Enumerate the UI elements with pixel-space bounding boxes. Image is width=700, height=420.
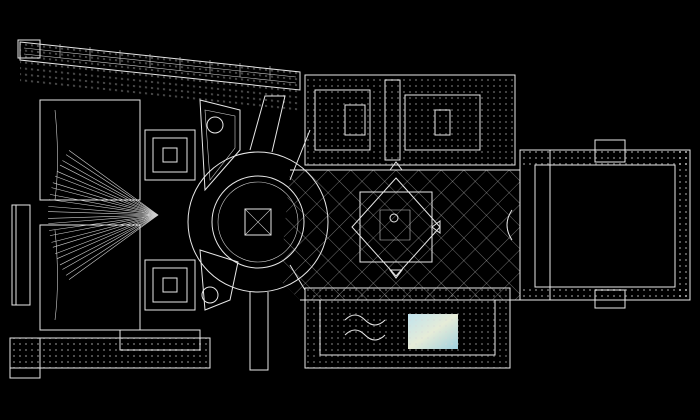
fan-ray bbox=[56, 214, 159, 259]
fan-ray bbox=[48, 211, 159, 216]
north-palace bbox=[304, 74, 516, 166]
left-parterres bbox=[144, 99, 241, 311]
fan-ray bbox=[49, 194, 159, 216]
fan-ray bbox=[62, 160, 159, 216]
fan-ray bbox=[59, 164, 159, 216]
fan-ray bbox=[48, 214, 159, 224]
west-fan-garden bbox=[11, 99, 159, 331]
south-palace bbox=[304, 287, 511, 369]
fan-ray bbox=[51, 214, 159, 243]
fan-ray bbox=[68, 150, 159, 216]
fan-ray bbox=[48, 206, 159, 216]
fan-ray bbox=[68, 214, 159, 280]
north-wing bbox=[17, 39, 301, 112]
fan-ray bbox=[49, 214, 159, 236]
fan-ray bbox=[48, 214, 159, 219]
fan-ray bbox=[62, 214, 159, 270]
fan-ray bbox=[59, 214, 159, 266]
fan-ray bbox=[54, 214, 159, 255]
fan-ray bbox=[65, 214, 159, 276]
south-west-wing bbox=[9, 329, 211, 379]
central-plaza bbox=[280, 161, 521, 301]
fan-ray bbox=[49, 199, 159, 216]
fan-ray bbox=[56, 171, 159, 216]
fan-ray bbox=[65, 154, 159, 216]
east-wing bbox=[506, 139, 691, 309]
fan-ray bbox=[52, 214, 159, 248]
fan-ray bbox=[54, 175, 159, 216]
fan-ray bbox=[52, 182, 159, 216]
fan-ray bbox=[49, 214, 159, 231]
fan-ray bbox=[51, 187, 159, 216]
